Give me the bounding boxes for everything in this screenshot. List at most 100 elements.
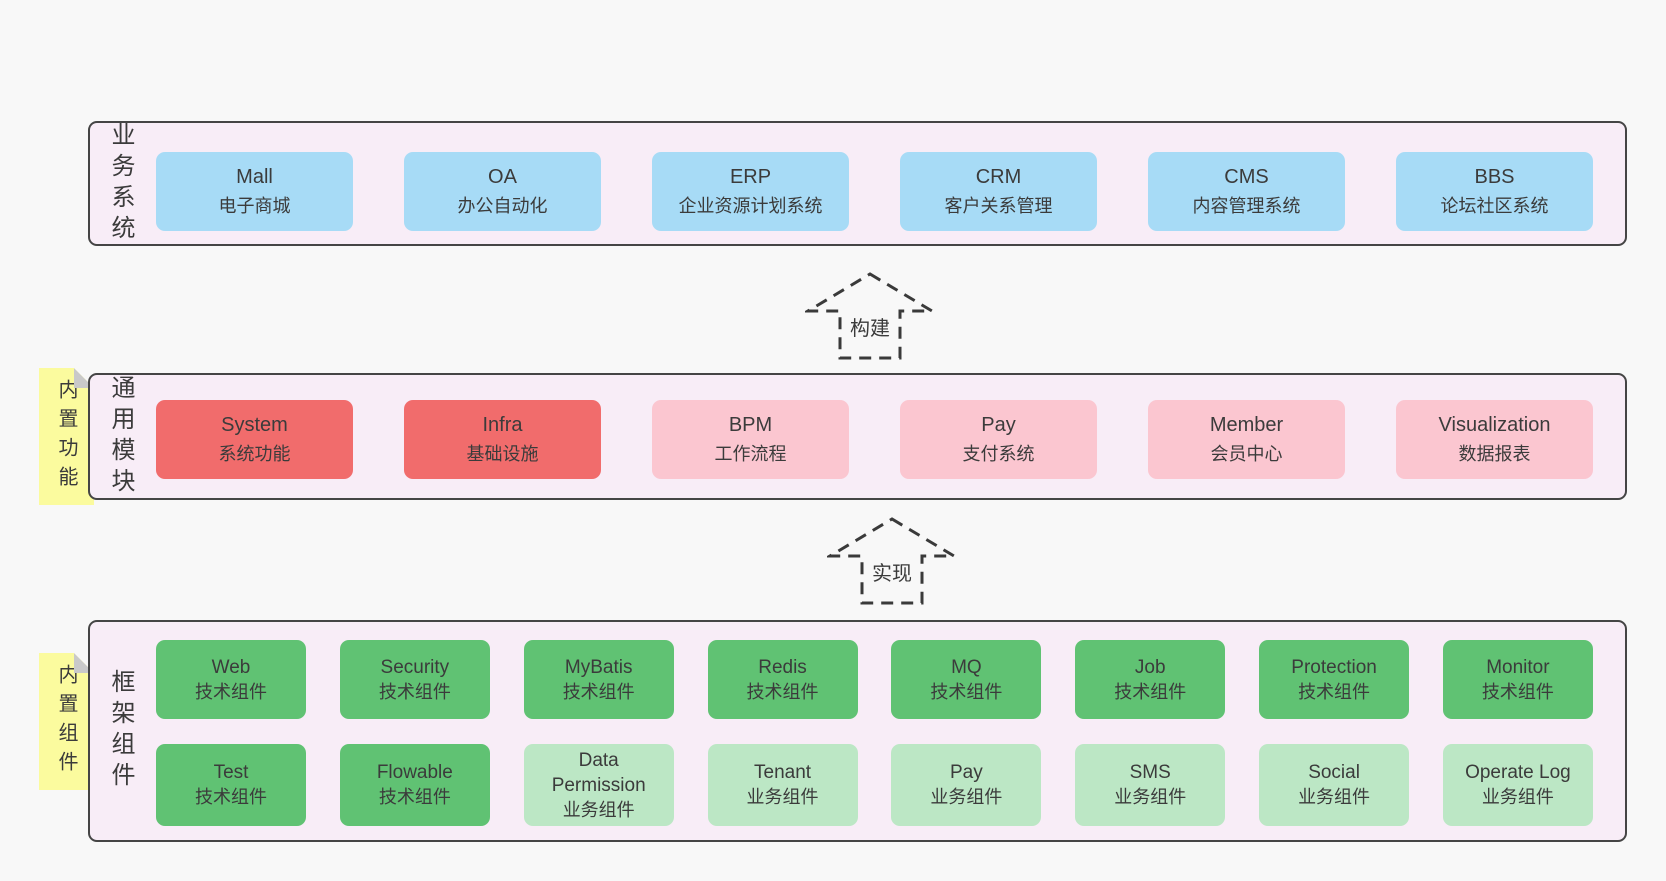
box-title: MyBatis	[564, 656, 633, 678]
box-subtitle: 技术组件	[930, 681, 1003, 702]
box-subtitle: 技术组件	[195, 787, 267, 807]
box-operate-log: Operate Log 业务组件	[1442, 744, 1593, 826]
box-title: CMS	[1224, 166, 1269, 188]
box-mall: Mall 电子商城	[156, 152, 353, 231]
box-title: Operate Log	[1465, 762, 1571, 783]
box-subtitle: 技术组件	[746, 681, 819, 702]
business-systems-label: 业务系统	[107, 121, 134, 246]
box-test: Test 技术组件	[156, 744, 306, 826]
box-subtitle: 办公自动化	[457, 196, 548, 216]
box-protection: Protection 技术组件	[1259, 640, 1410, 719]
box-oa: OA 办公自动化	[404, 152, 601, 231]
box-title: Infra	[482, 414, 523, 436]
box-member: Member 会员中心	[1148, 400, 1345, 479]
box-mq: MQ 技术组件	[891, 640, 1042, 719]
box-tenant: Tenant 业务组件	[707, 744, 858, 826]
box-title: Web	[211, 656, 251, 678]
note-text: 内置组件	[55, 663, 77, 780]
framework-components-panel: 框架组件 Web 技术组件 Security 技术组件 MyBatis 技术组件…	[88, 620, 1627, 842]
box-subtitle: 技术组件	[195, 681, 267, 702]
box-data-permission: Data Permission 业务组件	[523, 744, 674, 826]
box-title: SMS	[1129, 762, 1171, 783]
common-modules-label: 通用模块	[107, 374, 134, 499]
box-subtitle: 业务组件	[1481, 787, 1554, 807]
box-title: Social	[1308, 762, 1360, 783]
box-title: Security	[380, 656, 450, 678]
build-arrow-label: 构建	[847, 312, 893, 341]
box-cms: CMS 内容管理系统	[1148, 152, 1345, 231]
box-pay-component: Pay 业务组件	[891, 744, 1042, 826]
box-subtitle: 数据报表	[1458, 444, 1531, 464]
dashed-up-arrow-icon	[827, 517, 957, 605]
box-subtitle: 业务组件	[1298, 787, 1371, 807]
box-bbs: BBS 论坛社区系统	[1396, 152, 1593, 231]
framework-components-row-1: Web 技术组件 Security 技术组件 MyBatis 技术组件 Redi…	[156, 640, 1593, 719]
dashed-up-arrow-icon	[805, 272, 935, 360]
box-subtitle: 技术组件	[378, 681, 451, 702]
build-arrow: 构建	[805, 271, 935, 361]
box-title: Pay	[981, 414, 1016, 436]
box-subtitle: 业务组件	[562, 799, 635, 820]
box-subtitle: 企业资源计划系统	[678, 196, 823, 216]
box-monitor: Monitor 技术组件	[1442, 640, 1593, 719]
common-modules-row: System 系统功能 Infra 基础设施 BPM 工作流程 Pay 支付系统…	[156, 400, 1593, 479]
box-title: Flowable	[376, 762, 453, 783]
box-subtitle: 技术组件	[1298, 681, 1371, 702]
business-systems-row: Mall 电子商城 OA 办公自动化 ERP 企业资源计划系统 CRM 客户关系…	[156, 152, 1593, 231]
box-subtitle: 工作流程	[714, 444, 787, 464]
box-title: Test	[213, 762, 249, 783]
box-subtitle: 技术组件	[562, 681, 635, 702]
box-subtitle: 会员中心	[1210, 444, 1283, 464]
box-erp: ERP 企业资源计划系统	[652, 152, 849, 231]
box-title: CRM	[975, 166, 1022, 188]
box-system: System 系统功能	[156, 400, 353, 479]
box-security: Security 技术组件	[339, 640, 490, 719]
common-modules-panel: 通用模块 System 系统功能 Infra 基础设施 BPM 工作流程 Pay…	[88, 373, 1627, 500]
business-systems-panel: 业务系统 Mall 电子商城 OA 办公自动化 ERP 企业资源计划系统 CRM…	[88, 121, 1627, 246]
box-mybatis: MyBatis 技术组件	[523, 640, 674, 719]
note-text: 内置功能	[55, 378, 77, 495]
box-social: Social 业务组件	[1259, 744, 1410, 826]
box-redis: Redis 技术组件	[707, 640, 858, 719]
box-subtitle: 技术组件	[1114, 681, 1187, 702]
box-job: Job 技术组件	[1075, 640, 1226, 719]
box-title: Data Permission	[551, 749, 646, 796]
box-title: OA	[488, 166, 517, 188]
box-subtitle: 基础设施	[466, 444, 539, 464]
box-crm: CRM 客户关系管理	[900, 152, 1097, 231]
built-in-components-note: 内置组件	[39, 653, 94, 790]
box-visualization: Visualization 数据报表	[1396, 400, 1593, 479]
box-title: Protection	[1291, 656, 1377, 678]
framework-components-label: 框架组件	[107, 669, 134, 793]
box-sms: SMS 业务组件	[1075, 744, 1226, 826]
box-title: MQ	[951, 656, 982, 678]
box-title: Tenant	[754, 762, 812, 783]
box-subtitle: 技术组件	[378, 787, 451, 807]
implement-arrow: 实现	[827, 516, 957, 606]
box-flowable: Flowable 技术组件	[339, 744, 490, 826]
box-title: Pay	[950, 762, 983, 783]
built-in-features-note: 内置功能	[39, 368, 94, 505]
framework-components-row-2: Test 技术组件 Flowable 技术组件 Data Permission …	[156, 744, 1593, 826]
box-web: Web 技术组件	[156, 640, 306, 719]
box-subtitle: 论坛社区系统	[1440, 196, 1549, 216]
box-title: System	[221, 414, 288, 436]
box-subtitle: 内容管理系统	[1192, 196, 1301, 216]
box-subtitle: 客户关系管理	[944, 196, 1053, 216]
implement-arrow-label: 实现	[869, 557, 915, 586]
box-title: BBS	[1474, 166, 1515, 188]
box-subtitle: 电子商城	[218, 196, 291, 216]
box-bpm: BPM 工作流程	[652, 400, 849, 479]
box-subtitle: 业务组件	[1114, 787, 1187, 807]
box-pay-module: Pay 支付系统	[900, 400, 1097, 479]
box-subtitle: 技术组件	[1481, 681, 1554, 702]
box-subtitle: 系统功能	[218, 444, 291, 464]
box-title: Redis	[758, 656, 807, 678]
box-subtitle: 业务组件	[930, 787, 1003, 807]
box-title: ERP	[729, 166, 772, 188]
box-subtitle: 支付系统	[962, 444, 1035, 464]
box-title: Member	[1209, 414, 1284, 436]
box-title: BPM	[728, 414, 773, 436]
box-title: Monitor	[1486, 656, 1550, 678]
box-title: Mall	[236, 166, 273, 188]
